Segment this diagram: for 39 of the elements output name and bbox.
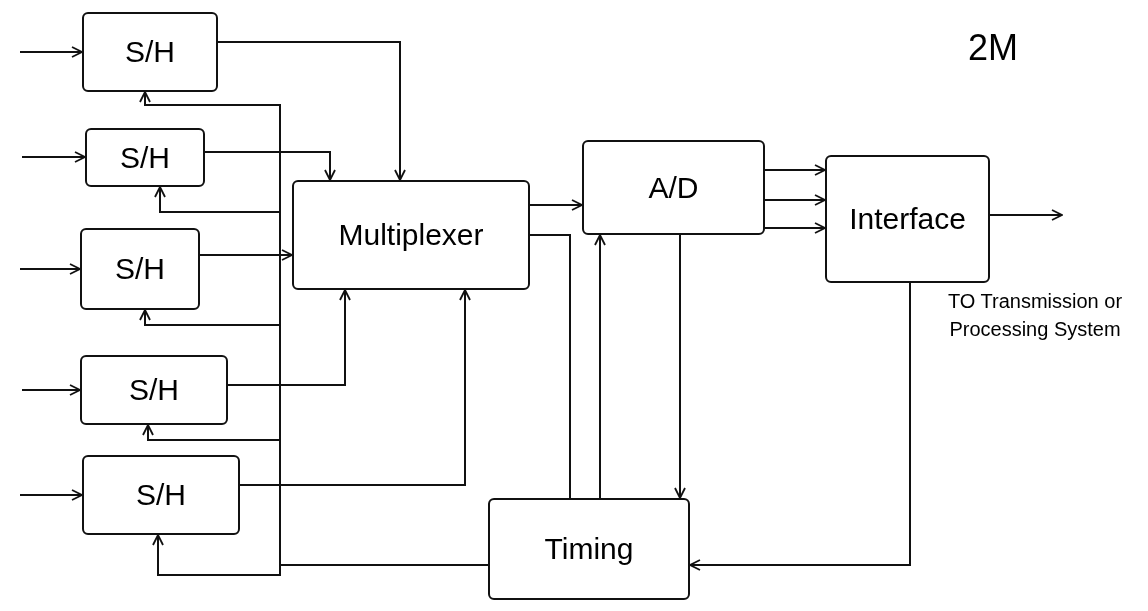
block-box — [80, 355, 228, 425]
arrow — [19, 489, 83, 501]
arrow — [199, 249, 293, 261]
note-text: 2M — [968, 28, 1018, 68]
block-box — [85, 128, 205, 187]
block-label: S/H — [125, 34, 175, 70]
block-label: S/H — [120, 139, 170, 176]
arrow — [227, 289, 351, 386]
note-text: TO Transmission or Processing System — [946, 289, 1124, 342]
arrow — [19, 263, 81, 275]
block-label: S/H — [136, 477, 186, 513]
arrow — [989, 209, 1063, 221]
arrow — [594, 234, 606, 499]
block-label: Multiplexer — [338, 217, 484, 253]
arrow — [204, 151, 336, 181]
arrow — [764, 222, 826, 234]
connector-line — [529, 234, 571, 499]
arrow — [764, 164, 826, 176]
arrow — [689, 282, 911, 571]
block-label: S/H — [115, 251, 165, 287]
block-label: S/H — [129, 372, 179, 408]
block-box — [292, 180, 530, 290]
block-box — [488, 498, 690, 600]
arrow — [674, 234, 686, 499]
block-box — [82, 12, 218, 92]
block-label: Interface — [849, 201, 966, 237]
block-box — [80, 228, 200, 310]
block-box — [825, 155, 990, 283]
block-label: A/D — [648, 169, 699, 206]
arrow — [529, 199, 583, 211]
arrow — [217, 41, 406, 181]
arrow — [239, 289, 471, 486]
arrow — [19, 46, 83, 58]
block-label: Timing — [544, 531, 634, 567]
arrow — [764, 194, 826, 206]
arrow — [21, 384, 81, 396]
block-box — [582, 140, 765, 235]
block-box — [82, 455, 240, 535]
arrow — [21, 151, 86, 163]
